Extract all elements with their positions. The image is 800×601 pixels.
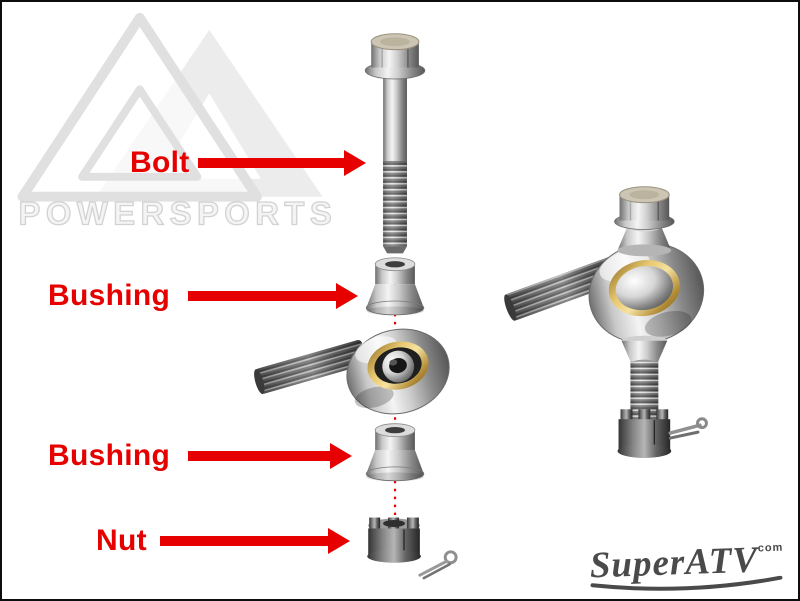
arrow-nut <box>160 528 350 554</box>
brand-name: SuperATV <box>589 539 759 587</box>
arrow-bushing-bottom-head-icon <box>330 443 352 469</box>
arrow-bolt <box>198 150 366 176</box>
arrow-bolt-shaft <box>198 158 344 168</box>
arrow-bushing-top-head-icon <box>336 283 358 309</box>
bushing-top-illustration <box>365 257 425 316</box>
bushing-bottom-illustration <box>365 423 425 482</box>
watermark-logo: POWERSPORTS <box>17 12 338 232</box>
arrow-nut-head-icon <box>328 528 350 554</box>
assembled-rod-end-illustration <box>504 186 708 458</box>
label-bushing-top: Bushing <box>48 279 171 312</box>
arrow-bushing-bottom-shaft <box>188 451 330 461</box>
arrow-nut-shaft <box>160 536 328 546</box>
brand-suffix: com <box>757 541 784 555</box>
bolt-illustration <box>364 33 426 254</box>
rod-end-illustration <box>254 328 450 415</box>
cotter-pin-illustration <box>418 550 458 580</box>
arrow-bushing-top-shaft <box>188 291 336 301</box>
label-bolt: Bolt <box>130 146 190 179</box>
brand-logo: SuperATVcom <box>587 539 785 597</box>
castle-nut-illustration <box>367 517 421 563</box>
brand-underline-swoosh <box>590 575 783 591</box>
arrow-bushing-bottom <box>188 443 352 469</box>
label-bushing-bottom: Bushing <box>48 439 171 472</box>
arrow-bushing-top <box>188 283 358 309</box>
arrow-bolt-head-icon <box>344 150 366 176</box>
watermark-text: POWERSPORTS <box>19 195 338 232</box>
label-nut: Nut <box>96 524 147 557</box>
